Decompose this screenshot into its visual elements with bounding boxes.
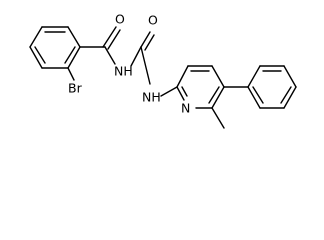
bond (102, 26, 117, 48)
double-bond-inner (181, 86, 188, 97)
bond (160, 86, 178, 97)
double-bond-co (107, 29, 121, 50)
bromophenyl-ring (29, 26, 81, 69)
bond (247, 86, 261, 109)
double-bond-inner (208, 86, 220, 104)
bond (140, 46, 151, 85)
methyl-bond (211, 107, 225, 129)
double-bond-co (144, 34, 155, 51)
bond (29, 26, 43, 48)
bond (67, 46, 81, 69)
bond (283, 86, 297, 109)
bond (130, 46, 142, 67)
amine-nh-label: NH (142, 90, 161, 105)
pyridine-ring (176, 65, 225, 109)
bond (176, 65, 189, 88)
double-bond-inner (280, 86, 292, 104)
bond (67, 26, 81, 48)
bond (211, 86, 225, 109)
bromo-label: Br (68, 81, 83, 96)
bond (140, 31, 151, 48)
phenyl-ring (247, 65, 297, 109)
bond (211, 65, 225, 88)
urea-o-label: O (148, 13, 158, 28)
structure-svg: Br O NH O NH N (29, 12, 297, 129)
double-bond-inner (34, 46, 46, 64)
bond (104, 46, 116, 65)
bond-to-bromo (67, 67, 75, 81)
carbonyl-o-label: O (115, 12, 125, 27)
double-bond-inner (64, 46, 76, 64)
molecule-structure: Br O NH O NH N (29, 12, 297, 129)
amide-nh-label: NH (114, 64, 133, 79)
bond (247, 65, 261, 88)
bond (29, 46, 43, 69)
pyridine-n-label: N (181, 101, 190, 116)
bond (283, 65, 297, 88)
double-bond-inner (252, 86, 264, 104)
bond (176, 86, 185, 101)
